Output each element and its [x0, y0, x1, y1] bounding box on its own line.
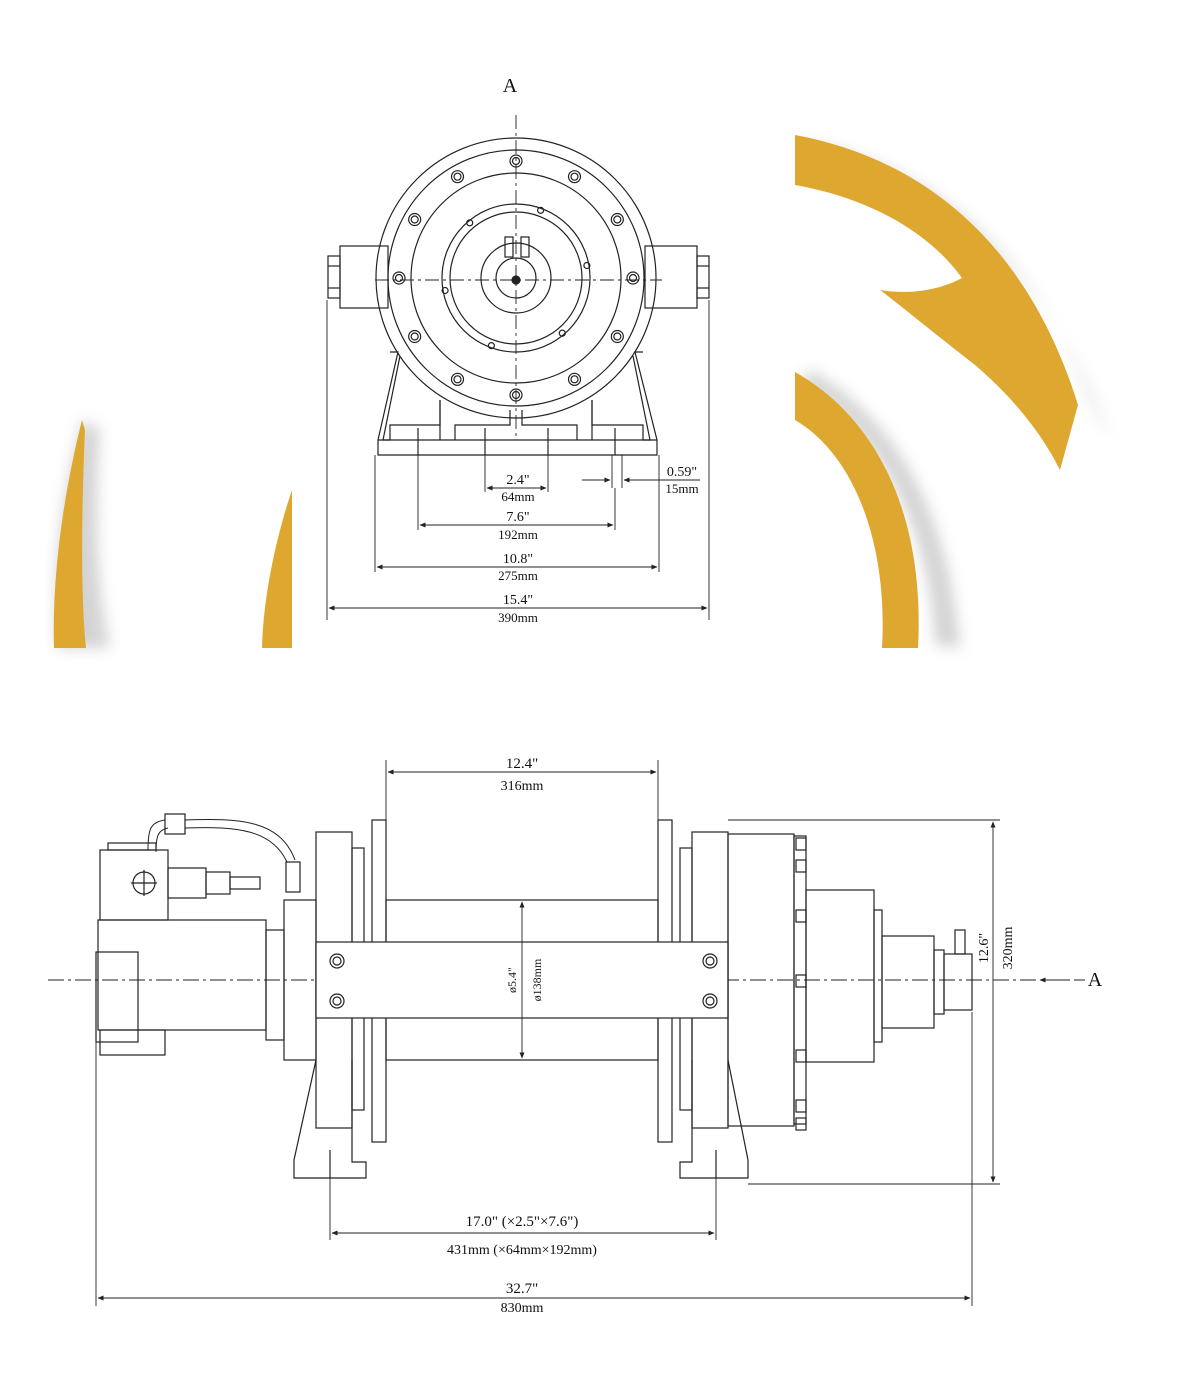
dim-10-8-in: 10.8" — [503, 552, 533, 567]
dim-15-mm: 15mm — [665, 481, 698, 496]
gearbox-bolt — [795, 909, 807, 923]
dim-431-mm: 431mm (×64mm×192mm) — [447, 1243, 597, 1258]
dim-17-0-in: 17.0" (×2.5"×7.6") — [466, 1214, 579, 1230]
dim-12-6-in: 12.6" — [977, 933, 992, 963]
dim-15-4-in: 15.4" — [503, 593, 533, 608]
dim-12-4-in: 12.4" — [506, 756, 538, 772]
bolt-hole — [408, 329, 422, 344]
front-view-panel — [293, 40, 793, 648]
bolt-hole — [509, 154, 523, 168]
side-view-dimensions — [95, 760, 1070, 1306]
bolt-hole — [567, 170, 582, 184]
dim-32-7-in: 32.7" — [506, 1281, 538, 1297]
inner-bolt-hole — [558, 329, 566, 337]
dim-192-mm: 192mm — [498, 527, 538, 542]
bolt-hole — [626, 271, 640, 285]
bolt-hole — [408, 212, 422, 227]
gearbox-bolt — [795, 974, 807, 988]
front-dim-labels: 2.4" 64mm 0.59" 15mm 7.6" 192mm 10.8" 27… — [498, 465, 698, 625]
view-arrow-label-a: A — [1088, 969, 1103, 991]
view-label-a: A — [503, 75, 518, 97]
dim-830-mm: 830mm — [501, 1301, 544, 1316]
logo-swoosh-decoration — [53, 135, 1110, 648]
dim-64-mm: 64mm — [501, 489, 534, 504]
bolt-hole — [450, 372, 465, 386]
bolt-hole — [450, 170, 465, 184]
front-view-dimensions — [326, 300, 710, 620]
inner-bolt-hole — [583, 261, 591, 270]
gearbox-bolt — [795, 859, 807, 873]
dim-7-6-in: 7.6" — [506, 510, 529, 525]
dim-2-4-in: 2.4" — [506, 473, 529, 488]
inner-bolt-hole — [487, 342, 495, 350]
inner-bolt-hole — [466, 219, 474, 227]
gearbox-bolt — [795, 1117, 807, 1131]
bolt-hole — [610, 329, 624, 344]
gearbox-bolt — [795, 837, 807, 851]
dim-0-59-in: 0.59" — [667, 465, 697, 480]
bolt-hole — [392, 271, 406, 285]
dim-390-mm: 390mm — [498, 610, 538, 625]
dim-drum-dia-in: ø5.4" — [505, 967, 519, 993]
dim-320-mm: 320mm — [1001, 927, 1016, 970]
inner-bolt-hole — [537, 206, 545, 214]
front-view — [327, 115, 710, 456]
side-view — [48, 813, 1085, 1179]
side-dim-labels: 12.4" 316mm ø5.4" ø138mm 12.6" 320mm 17.… — [447, 756, 1103, 1316]
dim-drum-dia-mm: ø138mm — [530, 958, 544, 1001]
bolt-hole — [567, 372, 582, 386]
dim-275-mm: 275mm — [498, 568, 538, 583]
inner-bolt-hole — [441, 286, 449, 295]
bolt-hole — [509, 388, 523, 402]
dim-316-mm: 316mm — [501, 779, 544, 794]
gearbox-bolt — [795, 1049, 807, 1063]
bolt-hole — [610, 212, 624, 227]
gearbox-bolt — [795, 1099, 807, 1113]
